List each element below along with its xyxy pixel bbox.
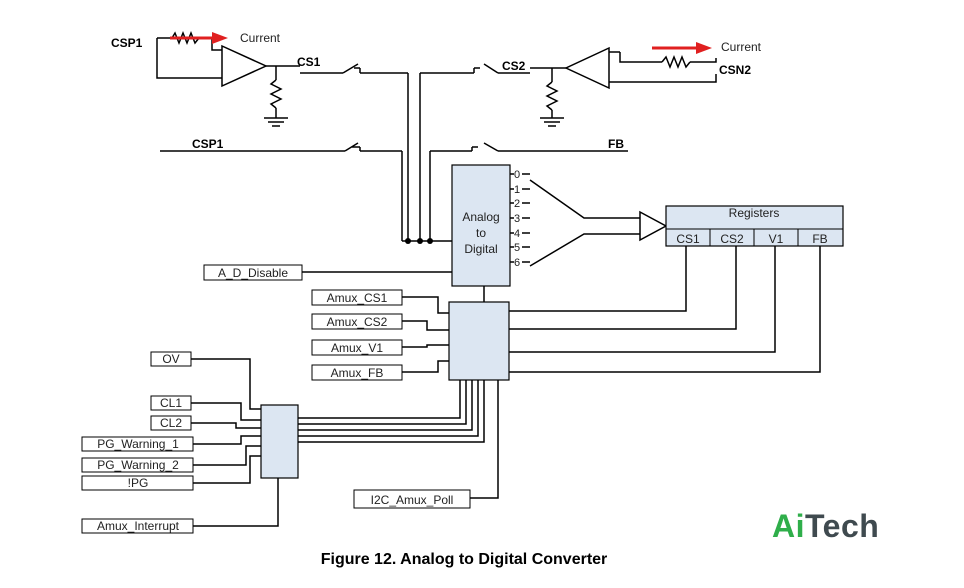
wire-to-register-v1 xyxy=(509,246,776,353)
input-i2c-amux-poll-label: I2C_Amux_Poll xyxy=(371,493,454,507)
current-arrow-right xyxy=(696,42,712,54)
input-amux-fb-label: Amux_FB xyxy=(331,366,384,380)
adc-block xyxy=(451,164,511,287)
amplifier-left xyxy=(221,44,268,88)
left-current-sense: CSP1 Current xyxy=(111,30,300,127)
label-csp1-mid: CSP1 xyxy=(192,137,224,151)
label-current-right: Current xyxy=(721,40,762,54)
wire-to-register-cs1 xyxy=(509,246,687,312)
label-csn2: CSN2 xyxy=(719,63,751,77)
label-fb: FB xyxy=(608,137,624,151)
bus-to-registers xyxy=(529,179,640,219)
switch-cs2 xyxy=(483,63,499,74)
adc-label-line1: Analog xyxy=(462,210,499,224)
logo-part-tech: Tech xyxy=(805,508,880,544)
label-cs2: CS2 xyxy=(502,59,526,73)
adc-output-1: 1 xyxy=(514,184,520,196)
register-cell-fb: FB xyxy=(812,232,827,246)
figure-caption: Figure 12. Analog to Digital Converter xyxy=(320,551,608,568)
input-cl1-label: CL1 xyxy=(160,396,182,410)
junction-dot xyxy=(417,238,423,244)
label-csp1-top: CSP1 xyxy=(111,36,143,50)
bus-arrow xyxy=(639,210,668,242)
register-cell-cs1: CS1 xyxy=(676,232,700,246)
resistor-right-feedback xyxy=(661,54,691,70)
right-current-sense: Current CSN2 xyxy=(530,40,762,127)
register-cell-cs2: CS2 xyxy=(720,232,744,246)
junction-dot xyxy=(405,238,411,244)
label-current-left: Current xyxy=(240,31,281,45)
adc-output-0: 0 xyxy=(514,169,520,181)
junction-dot xyxy=(427,238,433,244)
adc-output-2: 2 xyxy=(514,198,520,210)
mux-block xyxy=(448,301,510,381)
input-amux-interrupt-label: Amux_Interrupt xyxy=(97,519,180,533)
adc-output-3: 3 xyxy=(514,213,520,225)
switch-csp1 xyxy=(344,142,359,152)
input-pg-warning-2-label: PG_Warning_2 xyxy=(97,458,179,472)
input-cl2-label: CL2 xyxy=(160,416,182,430)
adc-label-line3: Digital xyxy=(464,242,497,256)
interrupt-block xyxy=(260,404,299,479)
wire-to-register-cs2 xyxy=(509,246,737,330)
input-amux-cs1-label: Amux_CS1 xyxy=(327,291,388,305)
input-pg-label: !PG xyxy=(128,476,149,490)
resistor-left-ground xyxy=(269,79,283,109)
resistor-right-ground xyxy=(545,81,559,111)
input-amux-v1-label: Amux_V1 xyxy=(331,341,383,355)
label-cs1: CS1 xyxy=(297,55,321,69)
amplifier-right xyxy=(564,46,610,90)
input-i2c-amux-poll xyxy=(353,489,471,509)
input-a-d-disable-label: A_D_Disable xyxy=(218,266,288,280)
adc-output-4: 4 xyxy=(514,228,520,240)
switch-fb xyxy=(483,142,499,152)
adc-output-6: 6 xyxy=(514,257,520,269)
wire-to-register-fb xyxy=(509,246,821,373)
input-pg-warning-1-label: PG_Warning_1 xyxy=(97,437,179,451)
aitech-logo: AiTech xyxy=(772,508,879,545)
register-cell-v1: V1 xyxy=(769,232,784,246)
adc-output-5: 5 xyxy=(514,242,520,254)
input-amux-cs2-label: Amux_CS2 xyxy=(327,315,388,329)
registers-title: Registers xyxy=(729,206,780,220)
adc-label-line2: to xyxy=(476,226,486,240)
input-ov-label: OV xyxy=(162,352,179,366)
adc-outputs: 0 1 2 3 4 5 6 xyxy=(510,169,530,269)
switch-cs1 xyxy=(342,63,359,74)
current-arrow-left xyxy=(212,32,228,44)
logo-part-ai: Ai xyxy=(772,508,805,544)
